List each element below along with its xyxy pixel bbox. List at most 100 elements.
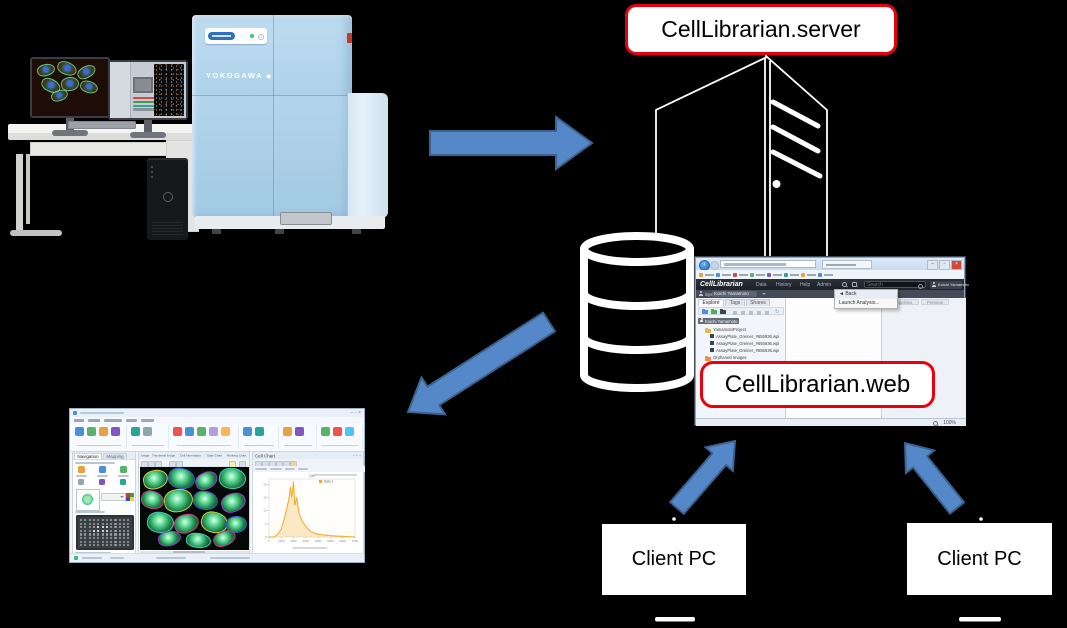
tab-thumbnail[interactable]: Thumbnail Image: [152, 453, 176, 457]
well[interactable]: [105, 519, 108, 522]
channel-green[interactable]: [130, 493, 134, 497]
ribbon-button[interactable]: [295, 427, 304, 436]
tree-node-orphaned[interactable]: Orphaned Images: [698, 354, 747, 361]
well[interactable]: [118, 529, 121, 532]
tab-tags[interactable]: Tags: [725, 299, 745, 306]
well[interactable]: [97, 526, 100, 529]
app-window-controls[interactable]: – ▫ ×: [350, 410, 361, 416]
favorite-icon[interactable]: [699, 272, 703, 277]
well[interactable]: [118, 526, 121, 529]
tree-node-project[interactable]: YamamotoProject: [698, 326, 746, 333]
well[interactable]: [114, 540, 117, 543]
tab-shares[interactable]: Shares: [746, 299, 770, 306]
well[interactable]: [92, 522, 96, 525]
well[interactable]: [97, 522, 100, 525]
ribbon-button[interactable]: [87, 427, 96, 436]
ribbon-button[interactable]: [345, 427, 354, 436]
well[interactable]: [110, 544, 113, 547]
batch-icon[interactable]: [99, 479, 105, 485]
well[interactable]: [80, 544, 83, 547]
well[interactable]: [105, 533, 108, 536]
tree-node-plate[interactable]: AssayPlate_Greiner_#655936.wpi: [698, 340, 779, 346]
search-icon[interactable]: [842, 282, 847, 287]
tab-navigation[interactable]: Navigation: [74, 453, 102, 459]
new-folder-icon[interactable]: [702, 308, 708, 314]
well[interactable]: [123, 533, 126, 536]
minimize-button[interactable]: –: [927, 259, 938, 270]
well[interactable]: [84, 519, 87, 522]
well[interactable]: [97, 544, 100, 547]
well[interactable]: [80, 526, 83, 529]
context-menu-back[interactable]: ◄ Back: [835, 290, 897, 299]
well[interactable]: [114, 519, 117, 522]
browser-tab[interactable]: [822, 260, 872, 269]
well[interactable]: [92, 519, 96, 522]
favorite-icon[interactable]: [750, 272, 754, 277]
well[interactable]: [114, 544, 117, 547]
well[interactable]: [110, 537, 113, 540]
well[interactable]: [80, 533, 83, 536]
well[interactable]: [105, 540, 108, 543]
ribbon-button[interactable]: [131, 427, 140, 436]
well[interactable]: [80, 519, 83, 522]
well[interactable]: [127, 533, 130, 536]
maximize-button[interactable]: ▫: [939, 259, 950, 270]
well[interactable]: [114, 537, 117, 540]
open-folder-icon[interactable]: [711, 308, 717, 314]
well[interactable]: [84, 544, 87, 547]
well[interactable]: [127, 519, 130, 522]
favorite-icon[interactable]: [767, 272, 771, 277]
well[interactable]: [84, 529, 87, 532]
ribbon-button[interactable]: [75, 427, 84, 436]
ribbon-button[interactable]: [283, 427, 292, 436]
ribbon-button[interactable]: [321, 427, 330, 436]
channel-yellow[interactable]: [130, 497, 134, 501]
well[interactable]: [127, 544, 130, 547]
well[interactable]: [105, 544, 108, 547]
ribbon-button[interactable]: [197, 427, 206, 436]
save-protocol-icon[interactable]: [99, 466, 106, 473]
tab-stats-chart[interactable]: Stats Chart: [207, 453, 223, 457]
well[interactable]: [123, 537, 126, 540]
tool-button[interactable]: [741, 311, 745, 315]
forward-button[interactable]: [710, 261, 719, 270]
favorite-icon[interactable]: [818, 272, 822, 277]
favorite-icon[interactable]: [716, 272, 720, 277]
well[interactable]: [105, 522, 108, 525]
well[interactable]: [110, 540, 113, 543]
load-protocol-icon[interactable]: [78, 466, 85, 473]
well[interactable]: [88, 537, 91, 540]
ribbon-button[interactable]: [111, 427, 120, 436]
well[interactable]: [101, 544, 104, 547]
well[interactable]: [92, 537, 96, 540]
well[interactable]: [118, 537, 121, 540]
zoom-level[interactable]: 100%: [943, 420, 956, 426]
analyzer-icon[interactable]: [78, 479, 84, 485]
well[interactable]: [88, 540, 91, 543]
ribbon-button[interactable]: [255, 427, 264, 436]
well[interactable]: [92, 529, 96, 532]
ribbon-button[interactable]: [173, 427, 182, 436]
ribbon-button[interactable]: [99, 427, 108, 436]
well[interactable]: [118, 522, 121, 525]
tool-button[interactable]: [749, 311, 753, 315]
well[interactable]: [118, 533, 121, 536]
tree-node-user[interactable]: Koichi Yamamoto: [698, 317, 740, 324]
projection-dropdown[interactable]: [101, 493, 126, 501]
well[interactable]: [92, 544, 96, 547]
well[interactable]: [123, 529, 126, 532]
menu-admin[interactable]: Admin: [817, 282, 832, 288]
search-box[interactable]: [864, 281, 926, 289]
user-menu[interactable]: Koichi Yamamoto: [930, 280, 969, 289]
well[interactable]: [101, 526, 104, 529]
ribbon-button[interactable]: [333, 427, 342, 436]
well[interactable]: [114, 529, 117, 532]
well[interactable]: [110, 519, 113, 522]
well[interactable]: [123, 519, 126, 522]
tab-explore[interactable]: Explore: [698, 299, 724, 306]
well[interactable]: [101, 540, 104, 543]
well[interactable]: [84, 533, 87, 536]
tool-button[interactable]: [765, 311, 769, 315]
well[interactable]: [105, 526, 108, 529]
well[interactable]: [84, 540, 87, 543]
